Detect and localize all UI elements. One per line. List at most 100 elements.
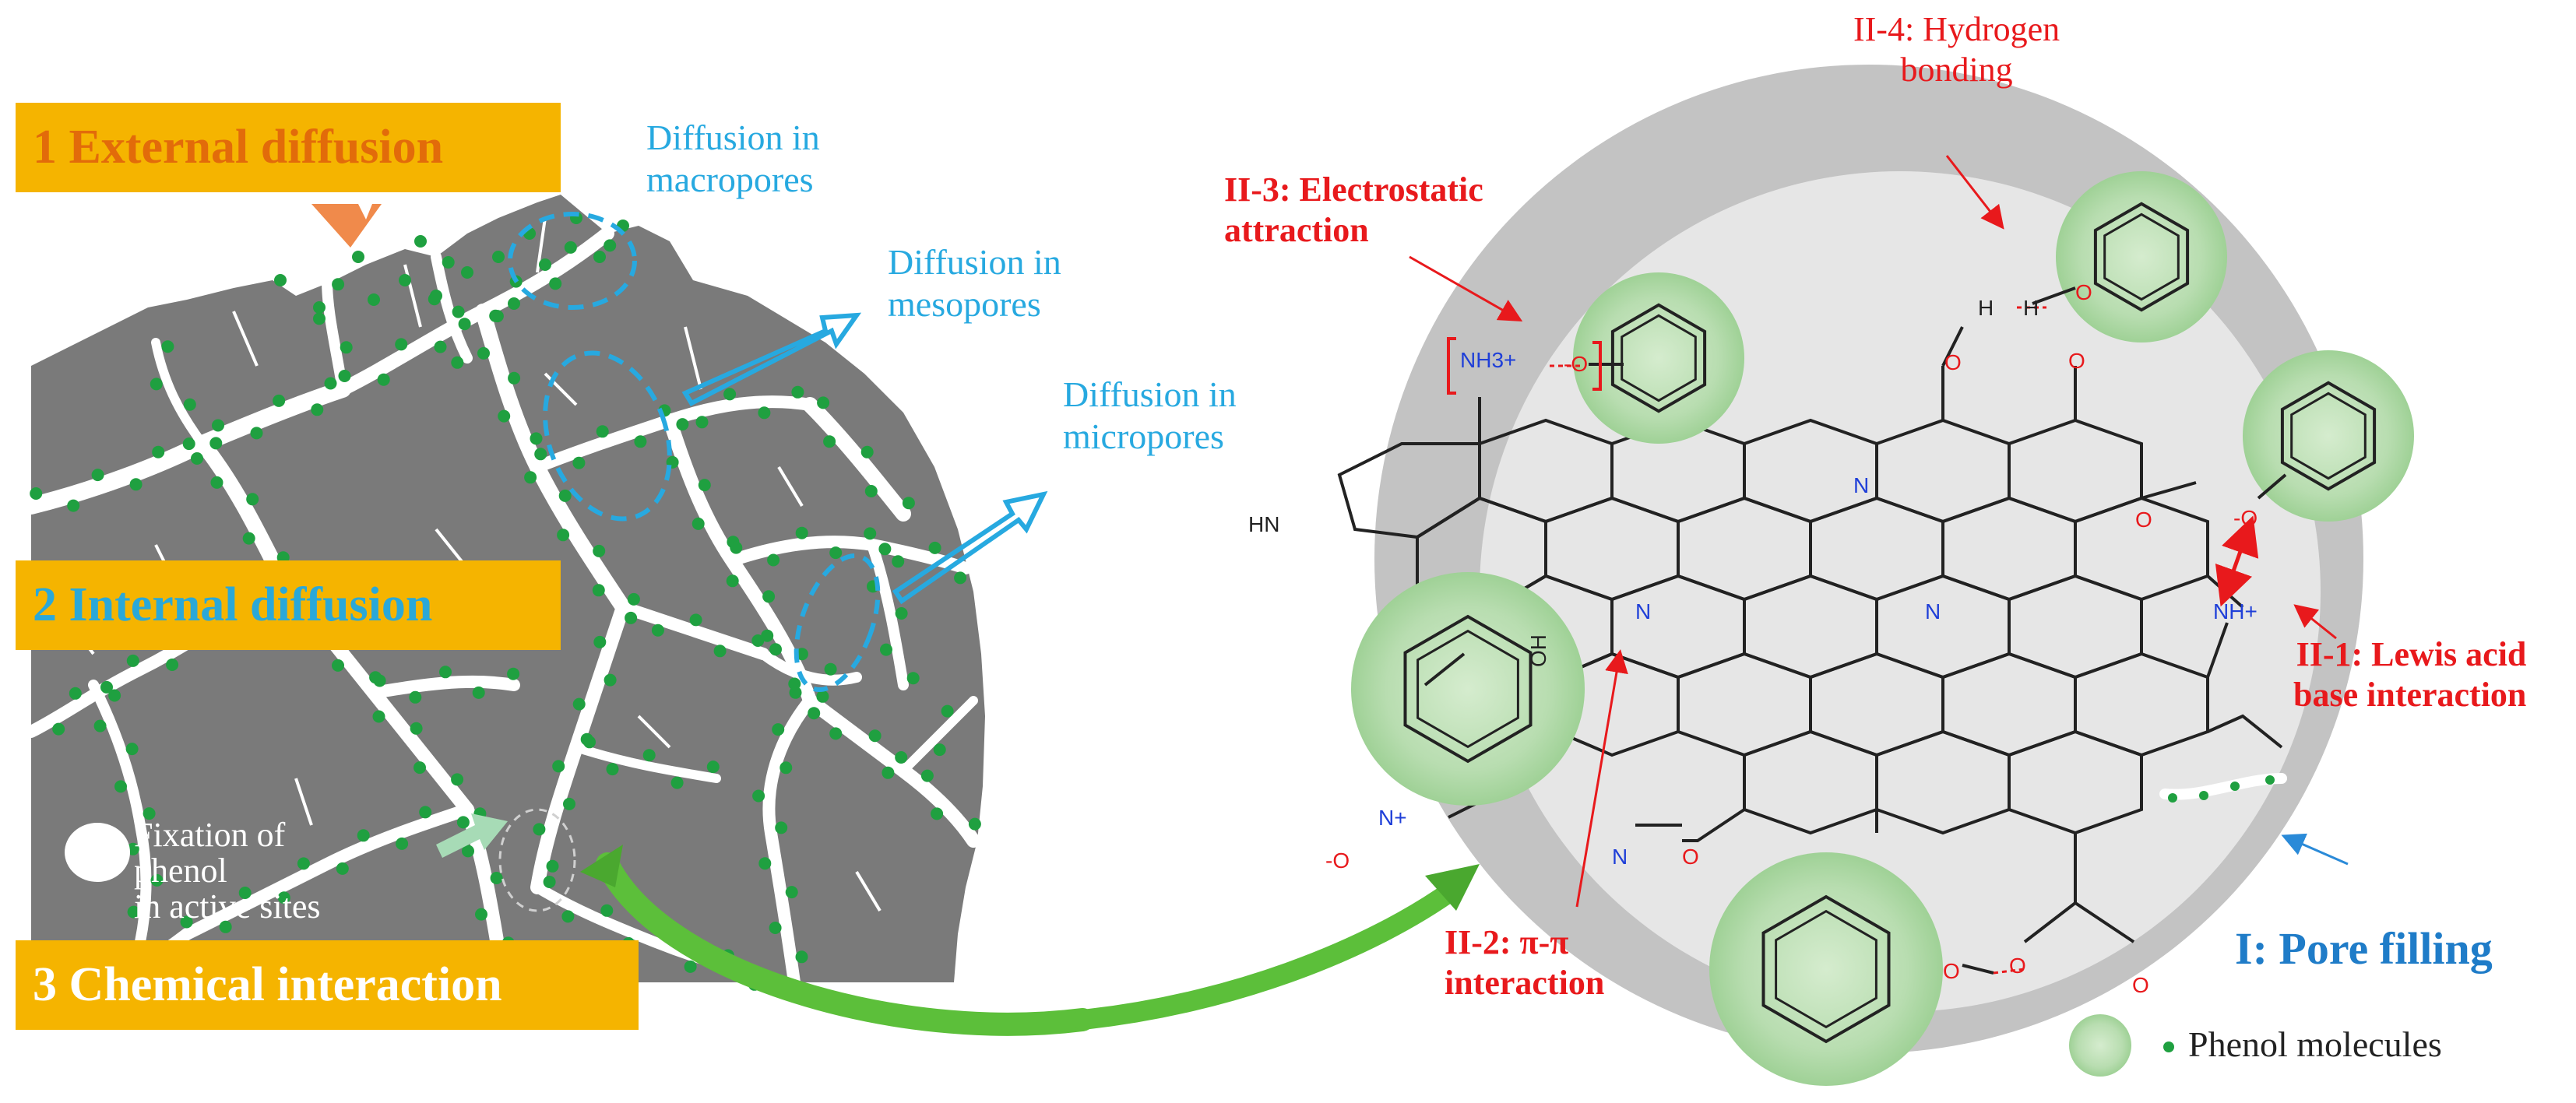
phenol-dot xyxy=(829,727,843,740)
phenol-dot xyxy=(829,546,843,560)
hbond-arrow xyxy=(1945,155,2004,230)
phenol-dot xyxy=(572,456,586,469)
label-line: mesopores xyxy=(888,284,1041,325)
phenol-dot xyxy=(273,394,286,407)
phenol-dot xyxy=(817,396,830,409)
label-pore-filling: I: Pore filling xyxy=(2235,923,2493,974)
phenol-dot xyxy=(933,743,946,757)
phenol-dot xyxy=(150,378,163,391)
stage-external-diffusion: 1 External diffusion xyxy=(16,103,561,192)
electrostatic-bracket xyxy=(1447,337,1456,395)
label-line: bonding xyxy=(1900,50,2013,89)
phenol-dot xyxy=(462,845,474,858)
atom-o-phenol-bottom: O xyxy=(1943,959,1960,983)
phenol-dot xyxy=(166,659,179,671)
phenol-dot xyxy=(795,526,808,539)
phenol-dot xyxy=(507,667,520,680)
phenol-dot xyxy=(357,829,370,842)
atom-o-minus-nitro: -O xyxy=(1325,848,1350,873)
surface-pore-dots xyxy=(2168,775,2275,803)
phenol-dot xyxy=(604,239,617,252)
phenol-dot xyxy=(108,689,121,702)
phenol-dot xyxy=(30,487,43,500)
meso-arrow xyxy=(681,312,862,406)
atom-o-lactone: O xyxy=(2135,508,2152,532)
transition-arrow-head-left xyxy=(580,845,623,887)
phenol-dot xyxy=(730,541,743,554)
phenol-dot xyxy=(762,590,776,603)
phenol-dot xyxy=(549,277,562,290)
phenol-dot xyxy=(580,732,593,746)
phenol-dot xyxy=(698,479,711,492)
label-line: in active sites xyxy=(134,887,321,926)
phenol-dot xyxy=(785,886,798,899)
label-line: base interaction xyxy=(2293,675,2527,714)
phenol-dot xyxy=(114,780,127,793)
phenol-dot xyxy=(920,769,934,782)
label-line: attraction xyxy=(1224,210,1369,249)
phenol-dot xyxy=(238,887,252,899)
phenol-dot xyxy=(419,806,432,819)
phenol-dot xyxy=(779,761,793,775)
phenol-dot xyxy=(941,704,954,718)
legend-dot-icon xyxy=(2163,1042,2174,1052)
phenol-dot xyxy=(593,544,606,557)
phenol-dot xyxy=(439,666,452,679)
stage-internal-diffusion: 2 Internal diffusion xyxy=(16,560,561,650)
atom-hn: HN xyxy=(1248,512,1280,536)
mechanism-arrows xyxy=(1409,155,2337,908)
phenol-dot xyxy=(399,274,411,286)
phenol-dot xyxy=(219,920,232,933)
phenol-dot xyxy=(242,532,255,545)
phenol-dot xyxy=(823,435,836,448)
phenol-dot xyxy=(313,312,326,325)
phenol-dot xyxy=(868,729,882,743)
phenol-dot xyxy=(340,341,353,354)
label-diffusion-macropores: Diffusion in macropores xyxy=(646,117,820,202)
phenol-dot xyxy=(297,857,310,870)
phenol-dot xyxy=(558,489,572,502)
phenol-dot xyxy=(906,672,920,685)
phenol-dot xyxy=(377,373,390,386)
atom-o-minus-electrostatic: -O xyxy=(1564,352,1589,376)
phenol-dot xyxy=(593,635,607,648)
phenol-dot xyxy=(670,776,684,789)
phenol-dot xyxy=(338,370,351,382)
label-line: micropores xyxy=(1063,416,1224,457)
phenol-dot xyxy=(606,763,619,776)
phenol-dot xyxy=(593,251,606,263)
phenol-dot xyxy=(928,541,941,554)
legend xyxy=(2069,1014,2174,1077)
phenol-dot xyxy=(791,385,804,399)
atom-o-carbonyl-bottom: O xyxy=(2132,973,2149,997)
phenol-dot xyxy=(93,719,107,732)
phenol-dot xyxy=(212,419,224,432)
phenol-dot xyxy=(246,493,259,506)
label-line: phenol xyxy=(134,852,227,890)
phenol-dot xyxy=(475,908,487,921)
phenol-dot xyxy=(191,452,203,465)
phenol-dot xyxy=(152,445,165,458)
phenol-dot xyxy=(625,611,638,624)
phenol-dot xyxy=(336,862,349,875)
phenol-dot xyxy=(332,659,344,672)
phenol-links xyxy=(1423,286,2287,975)
phenol-dot xyxy=(627,592,640,606)
phenol-dot xyxy=(689,613,702,627)
phenol-dot xyxy=(143,807,156,820)
mesopore-highlight xyxy=(543,350,672,522)
phenol-dot xyxy=(769,922,782,934)
phenol-dot xyxy=(895,607,908,620)
label-line: II-1: Lewis acid xyxy=(2296,635,2527,673)
phenol-dot xyxy=(183,398,196,411)
lewis-double-arrow xyxy=(2215,515,2259,607)
phenol-dot xyxy=(530,432,543,445)
phenol-halo xyxy=(2056,171,2227,342)
phenol-dot xyxy=(210,476,223,489)
legend-label: Phenol molecules xyxy=(2188,1024,2442,1064)
phenol-dot xyxy=(713,645,727,658)
phenol-dot xyxy=(534,448,547,461)
phenol-dot xyxy=(373,674,386,687)
